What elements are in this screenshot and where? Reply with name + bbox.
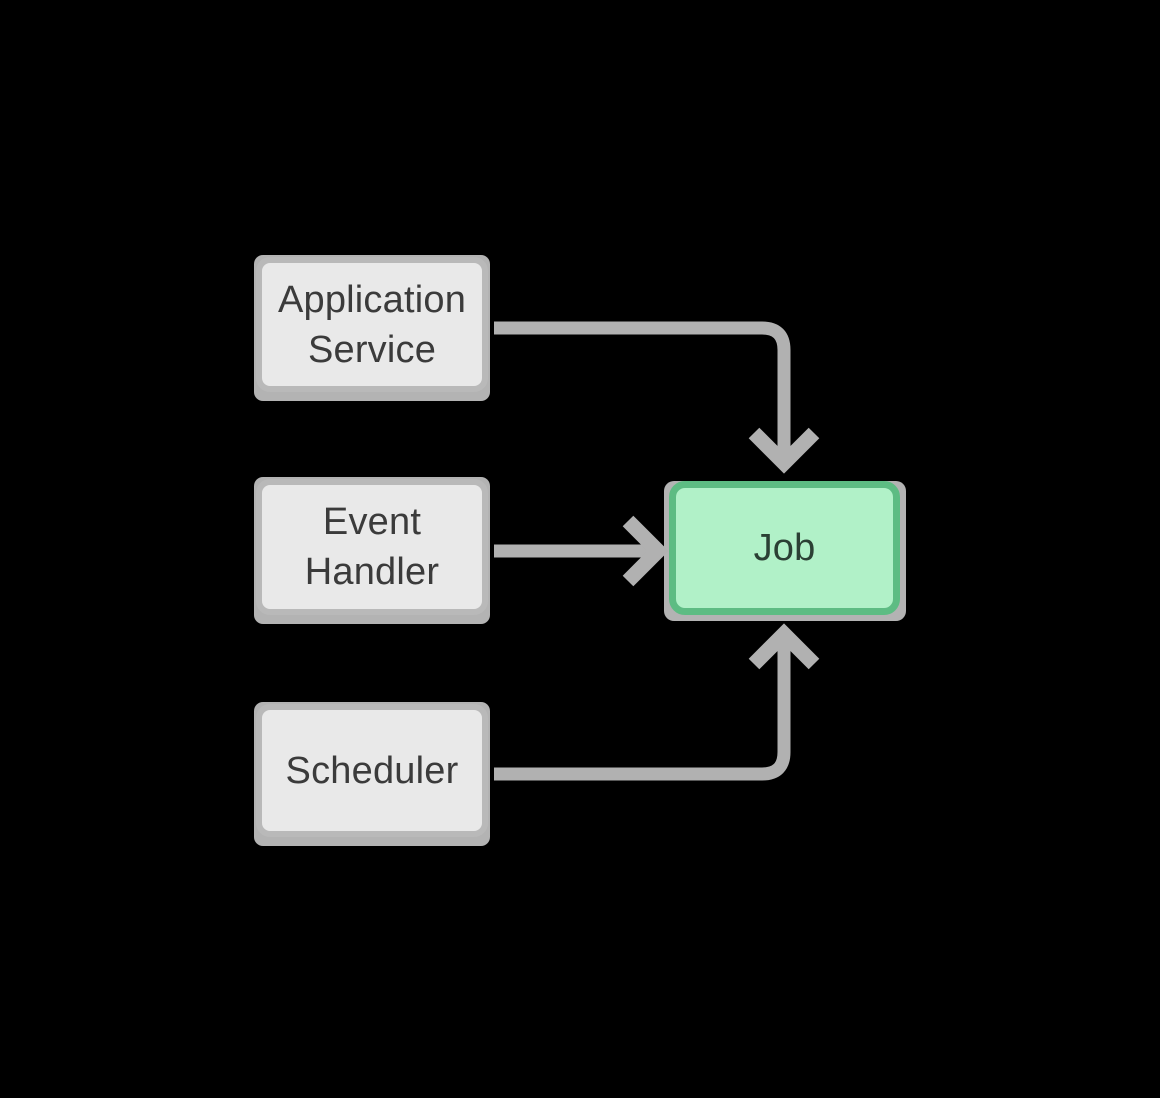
node-event-handler-label: Event Handler xyxy=(304,501,440,593)
edge-scheduler-to-job xyxy=(494,623,820,781)
arrowhead-down-icon xyxy=(748,427,820,474)
edge-event-handler-to-job xyxy=(494,515,669,587)
arrowhead-up-icon xyxy=(748,623,820,670)
edge-application-service-to-job xyxy=(494,321,820,474)
edge-application-service-to-job-shaft xyxy=(494,321,791,456)
node-application-service-label: Application Service xyxy=(277,278,467,371)
node-job-label: Job xyxy=(753,527,816,569)
edge-scheduler-to-job-shaft xyxy=(494,644,791,781)
node-scheduler: Scheduler xyxy=(254,702,490,846)
node-scheduler-label: Scheduler xyxy=(285,749,459,792)
node-job: Job xyxy=(664,481,906,621)
arrowhead-right-icon xyxy=(622,515,669,587)
node-application-service: Application Service xyxy=(254,255,490,401)
node-event-handler: Event Handler xyxy=(254,477,490,624)
